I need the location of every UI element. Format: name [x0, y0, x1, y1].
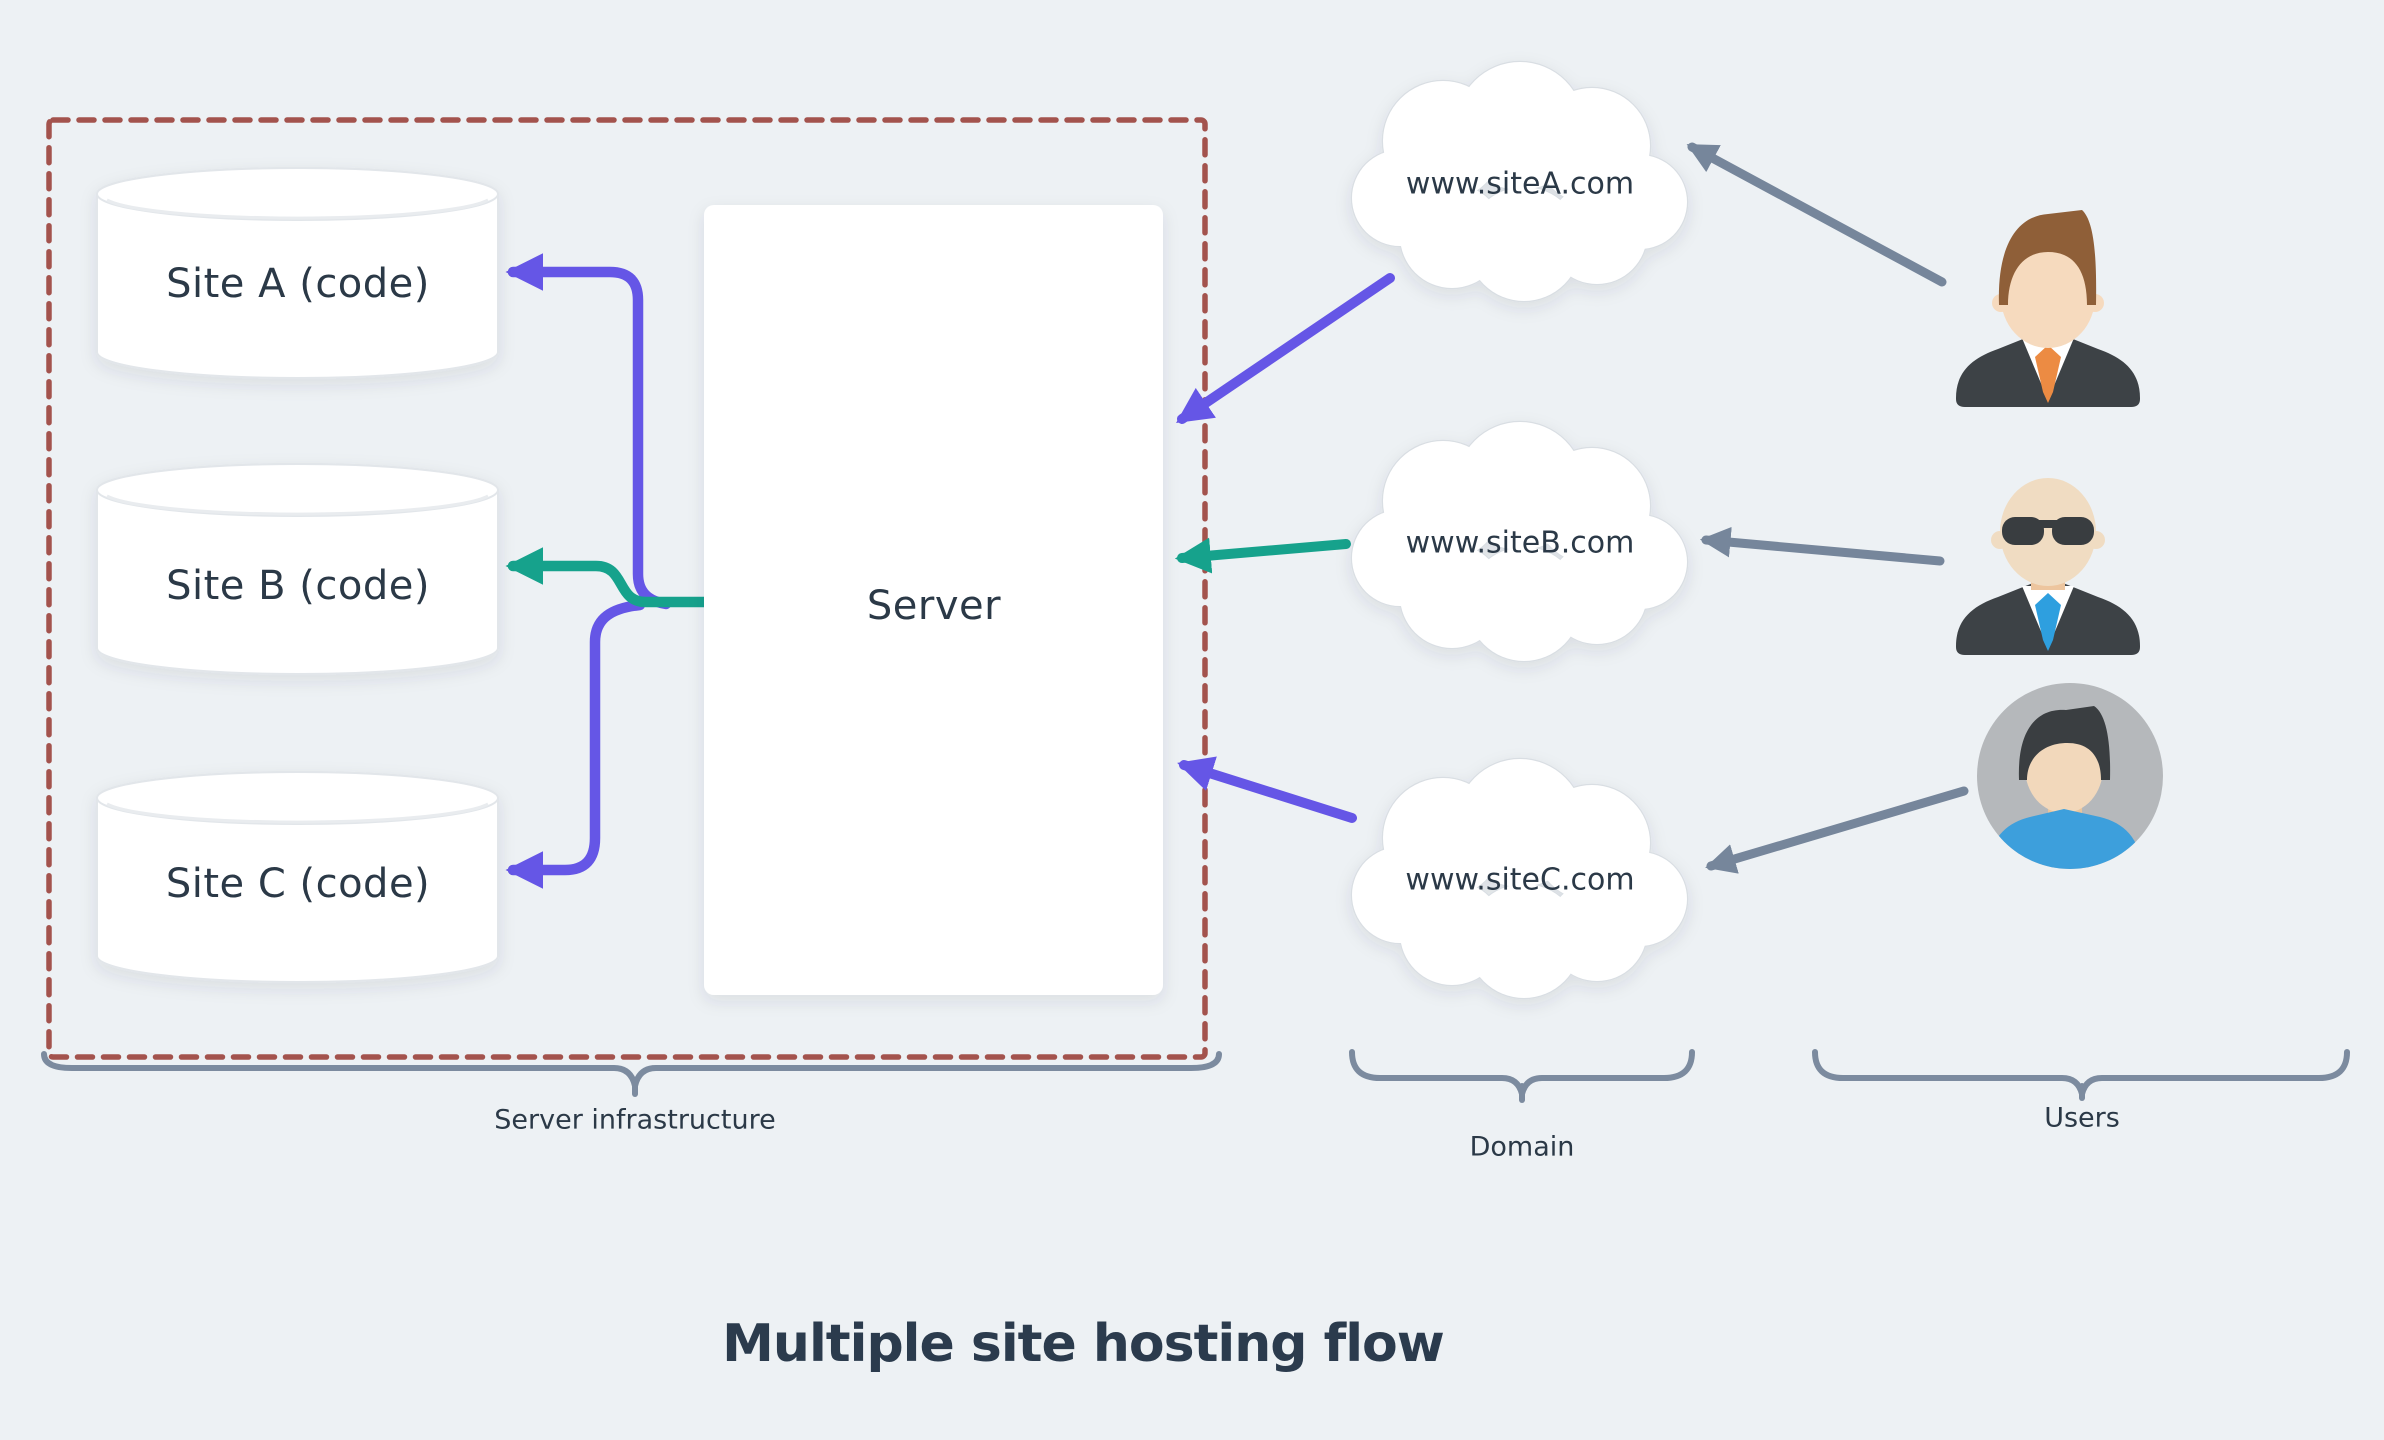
businessman-avatar-icon [1956, 210, 2140, 407]
arrow-user1-to-sitea [1686, 142, 1947, 287]
server-infrastructure-dashed-box [46, 117, 1208, 1060]
server-infrastructure-caption: Server infrastructure [494, 1104, 776, 1136]
server-box [704, 205, 1163, 995]
group-braces [41, 1049, 2350, 1103]
arrow-server-to-site-a [505, 253, 672, 610]
site-a-label: Site A (code) [166, 261, 430, 307]
arrow-user3-to-sitec [1705, 786, 1969, 874]
agent-sunglasses-avatar-icon [1956, 478, 2140, 655]
arrow-user2-to-siteb [1699, 526, 1945, 566]
site-b-label: Site B (code) [166, 563, 430, 609]
arrow-server-to-site-c [505, 599, 646, 889]
arrow-sitea-to-infrastructure [1176, 273, 1395, 424]
users-caption: Users [2044, 1102, 2120, 1134]
domain-caption: Domain [1469, 1131, 1575, 1163]
user-to-domain-arrows [1686, 142, 1969, 874]
cloud-siteb-url: www.siteB.com [1405, 525, 1635, 561]
casual-user-avatar-icon [1977, 683, 2163, 869]
server-label: Server [866, 583, 1002, 629]
arrow-server-to-site-b [505, 547, 710, 608]
cloud-sitec-url: www.siteC.com [1405, 862, 1635, 898]
arrow-siteb-to-infrastructure [1174, 537, 1351, 574]
site-c-label: Site C (code) [165, 861, 431, 907]
domain-to-server-arrows [1174, 273, 1395, 823]
cloud-sitea-url: www.siteA.com [1405, 166, 1635, 202]
server-to-sites-pipes [505, 253, 710, 889]
diagram-title: Multiple site hosting flow [722, 1314, 1445, 1374]
arrow-sitec-to-infrastructure [1177, 756, 1357, 823]
